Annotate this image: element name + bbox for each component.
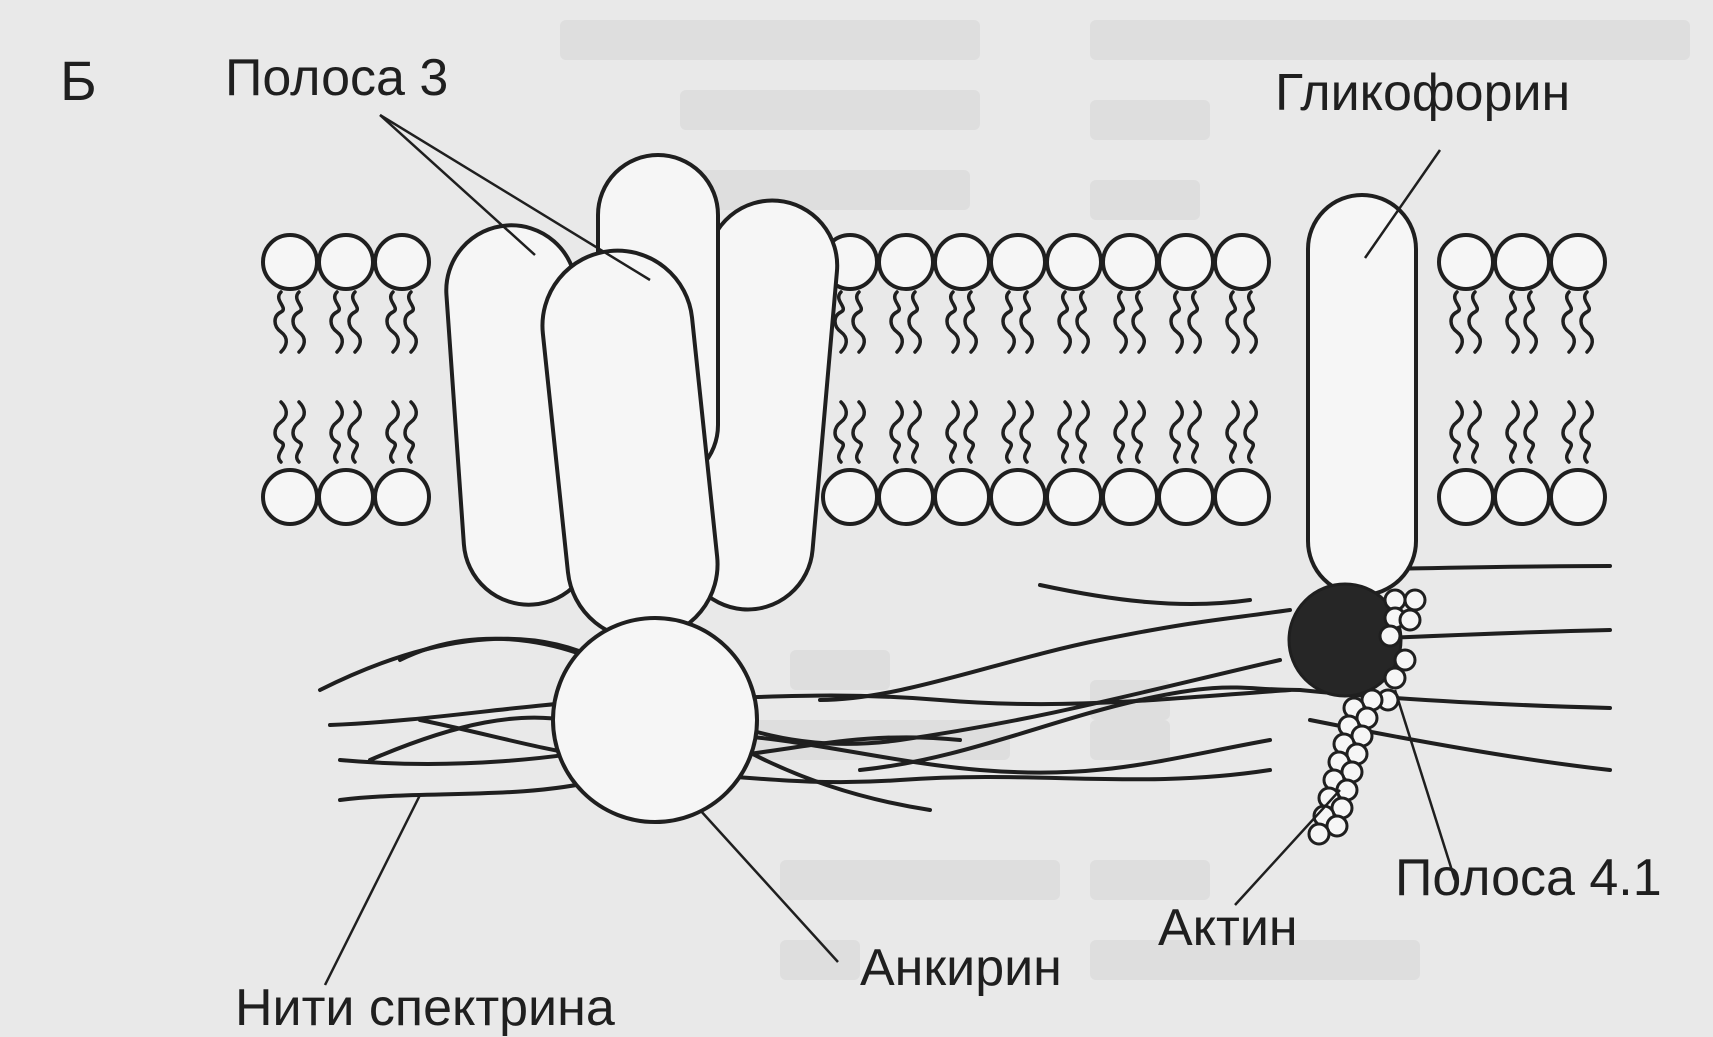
lipid-head: [1495, 235, 1549, 289]
lipid-head: [823, 470, 877, 524]
lipid-head: [1047, 470, 1101, 524]
actin-bead: [1400, 610, 1420, 630]
actin-bead: [1309, 824, 1329, 844]
lipid-head: [263, 235, 317, 289]
lipid-head: [879, 470, 933, 524]
lipid-head: [1551, 470, 1605, 524]
label-actin: Актин: [1158, 899, 1298, 957]
lipid-head: [1495, 470, 1549, 524]
lipid-head: [1159, 235, 1213, 289]
label-glycophorin: Гликофорин: [1275, 64, 1570, 122]
ankyrin-protein: [553, 618, 757, 822]
lipid-head: [935, 470, 989, 524]
lipid-head: [1551, 235, 1605, 289]
lipid-head: [1215, 235, 1269, 289]
label-band3: Полоса 3: [225, 49, 448, 107]
lipid-head: [1159, 470, 1213, 524]
panel-letter: Б: [60, 49, 97, 112]
lipid-head: [319, 470, 373, 524]
label-spectrin: Нити спектрина: [235, 979, 615, 1037]
lipid-head: [1103, 470, 1157, 524]
lipid-head: [1439, 235, 1493, 289]
lipid-head: [879, 235, 933, 289]
lipid-head: [319, 235, 373, 289]
lipid-head: [991, 470, 1045, 524]
lipid-head: [991, 235, 1045, 289]
lipid-head: [375, 235, 429, 289]
label-ankyrin: Анкирин: [860, 939, 1062, 997]
lipid-head: [1103, 235, 1157, 289]
lipid-head: [375, 470, 429, 524]
band3-protein: [442, 155, 843, 647]
lipid-head: [1439, 470, 1493, 524]
lipid-head: [935, 235, 989, 289]
label-band41: Полоса 4.1: [1395, 849, 1662, 907]
lipid-head: [1047, 235, 1101, 289]
glycophorin-protein: [1308, 195, 1416, 595]
actin-bead: [1405, 590, 1425, 610]
lipid-head: [263, 470, 317, 524]
lipid-head: [1215, 470, 1269, 524]
actin-bead: [1380, 626, 1400, 646]
actin-bead: [1385, 668, 1405, 688]
